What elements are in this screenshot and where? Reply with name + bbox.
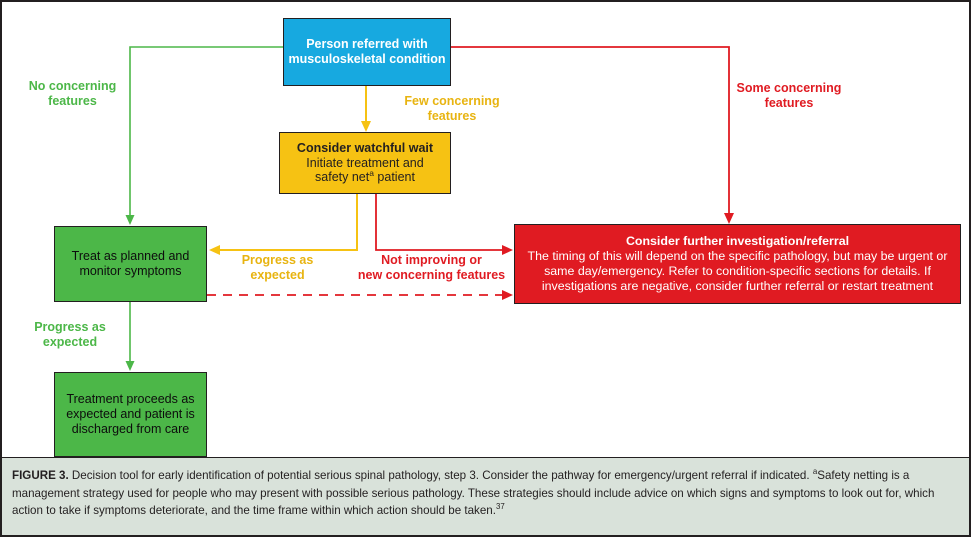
figure-caption-text-1: Decision tool for early identification o… [68,469,813,482]
edge-label-progress-as-expected-left: Progress as expected [34,320,106,349]
node-treat-as-planned[interactable]: Treat as planned and monitor symptoms [54,226,207,302]
edge-label-some-concerning-features: Some concerning features [736,81,842,110]
figure-caption-reference: 37 [495,502,505,512]
edge-label-progress-as-expected-mid: Progress as expected [241,253,314,282]
node-discharged-label: Treatment proceeds as expected and patie… [66,392,195,436]
edge-progress-as-expected-return [209,194,358,255]
node-watchful-title: Consider watchful wait [296,140,434,155]
node-watchful-body-line1: Initiate treatment and [306,155,424,170]
figure-caption-footnote-marker: a [812,467,818,477]
figure-caption-text-2: Safety netting is a management strategy … [12,469,935,518]
node-watchful-body-line2: safety neta patient [315,168,415,185]
edge-no-concerning-features [125,46,283,225]
edge-label-not-improving: Not improving or new concerning features [357,253,506,282]
figure-caption-label: FIGURE 3. [12,469,69,482]
figure-caption: FIGURE 3. Decision tool for early identi… [2,457,969,535]
edge-label-no-concerning-features: No concerning features [28,79,117,108]
edge-not-improving-from-watchful [375,194,513,255]
node-treat-label: Treat as planned and monitor symptoms [71,249,190,278]
node-watchful-body-line2-post: patient [373,170,415,185]
node-watchful-body-line2-pre: safety net [315,170,370,185]
flowchart-connectors [125,46,734,371]
node-investigation-title: Consider further investigation/referral [625,234,850,248]
node-person-referred[interactable]: Person referred with musculoskeletal con… [283,18,451,86]
edge-some-concerning-features [451,46,734,224]
node-treatment-proceeds-discharged[interactable]: Treatment proceeds as expected and patie… [54,372,207,457]
edge-label-few-concerning-features: Few concerning features [404,94,500,123]
flowchart-canvas: Person referred with musculoskeletal con… [2,2,969,457]
node-consider-further-investigation[interactable]: Consider further investigation/referral … [514,224,961,304]
node-consider-watchful-wait[interactable]: Consider watchful wait Initiate treatmen… [279,132,451,194]
footnote-marker-a: a [369,168,374,179]
node-person-referred-label: Person referred with musculoskeletal con… [288,37,446,66]
node-investigation-body: The timing of this will depend on the sp… [527,248,948,293]
